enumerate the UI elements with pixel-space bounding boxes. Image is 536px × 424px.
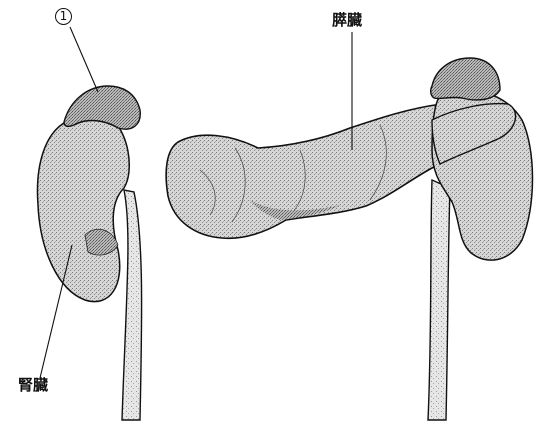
right-kidney-group [428,58,533,420]
left-ureter [122,190,142,420]
right-ureter [428,180,450,420]
left-kidney [37,112,129,302]
marker-leader-line [70,27,98,92]
circled-number-marker: 1 [55,8,72,25]
left-kidney-group [37,86,141,420]
pancreas-label: 膵臓 [332,13,362,28]
kidney-label: 腎臓 [18,378,48,393]
right-adrenal-gland [431,58,500,100]
